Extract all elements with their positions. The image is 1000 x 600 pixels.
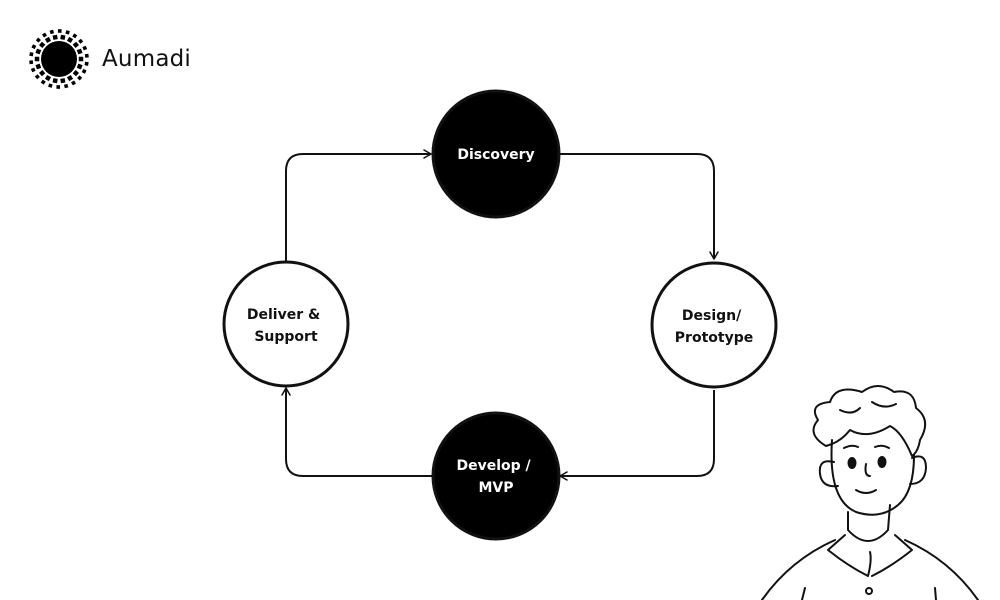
person-face (830, 439, 915, 516)
logo-ray (60, 78, 66, 84)
node-deliver-shape (222, 260, 350, 388)
logo-ray (78, 38, 84, 44)
person-eye-left (847, 457, 857, 469)
arrow-deliver-to-discovery (285, 149, 432, 261)
person-torso-crease-left (801, 587, 806, 600)
logo-ray (30, 67, 36, 73)
person-nose (864, 463, 871, 477)
logo-ray (29, 60, 34, 65)
logo-ray (35, 63, 42, 70)
person-neck (847, 504, 891, 542)
person-ear-left (818, 460, 839, 488)
logo-ray (66, 36, 74, 44)
logo-ray (60, 34, 66, 40)
person-ear-right (909, 455, 927, 485)
person-button (865, 587, 873, 595)
logo-ray (84, 61, 89, 66)
person-eye-right (877, 456, 887, 468)
logo-ray (52, 78, 58, 84)
person-brow-left (843, 444, 859, 449)
person-torso-crease-right (934, 587, 937, 600)
logo-ray (84, 53, 89, 58)
arrow-design-to-develop (559, 390, 715, 481)
node-design-shape (650, 261, 778, 389)
arrow-discovery-to-design (559, 153, 719, 260)
logo-ray (49, 29, 55, 35)
logo-ray (34, 56, 40, 62)
person-line-art-icon (761, 385, 979, 600)
logo-ray (35, 48, 42, 55)
logo-ray (44, 36, 52, 44)
sunburst-logo-icon (29, 29, 89, 89)
logo-ray (77, 75, 83, 81)
person-hair (812, 385, 927, 457)
logo-ray (56, 85, 61, 89)
logo-ray (38, 69, 46, 77)
node-discovery-label: Discovery (457, 147, 534, 163)
logo-ray (76, 63, 83, 70)
logo-ray (66, 74, 74, 82)
person-brow-right (874, 444, 890, 449)
logo-ray (35, 37, 41, 43)
logo-ray (71, 80, 76, 86)
logo-ray (72, 33, 78, 39)
node-discovery-shape (431, 89, 561, 219)
logo-ray (72, 41, 80, 49)
person-collar-left (827, 534, 872, 577)
logo-ray (42, 32, 47, 38)
person-hair-strand-2 (871, 401, 897, 408)
logo-ray (65, 30, 70, 35)
person-collar-right (871, 534, 913, 577)
node-deliver-label: Deliver & Support (247, 307, 325, 345)
logo-ray (38, 41, 46, 49)
logo-ray (78, 56, 84, 62)
logo-ray (40, 79, 46, 85)
node-design[interactable]: Design/ Prototype (650, 261, 778, 389)
logo-ray (81, 68, 87, 74)
logo-ray (72, 69, 80, 77)
logo-ray (44, 74, 52, 82)
person-mouth (855, 489, 877, 494)
logo-ray (76, 48, 83, 55)
person-shoulders (761, 539, 836, 600)
logo-ray (48, 83, 53, 88)
logo-rays (29, 29, 89, 89)
arrow-develop-to-deliver (281, 387, 432, 477)
node-develop-label: Develop / MVP (456, 458, 535, 496)
brand-header[interactable]: Aumadi (26, 26, 191, 92)
brand-name: Aumadi (102, 46, 191, 72)
logo-ray (31, 44, 37, 50)
node-design-label: Design/ Prototype (675, 308, 753, 346)
node-develop[interactable]: Develop / MVP (431, 411, 561, 541)
logo-ray (82, 45, 88, 51)
node-deliver[interactable]: Deliver & Support (222, 260, 350, 388)
logo-ray (63, 83, 69, 89)
node-discovery[interactable]: Discovery (431, 89, 561, 219)
person-hair-strand-1 (839, 407, 861, 414)
person-shoulders-right (904, 539, 979, 600)
logo-ray (29, 52, 34, 57)
logo-ray (34, 74, 40, 80)
logo-ray (57, 29, 62, 33)
logo-ray (52, 34, 58, 40)
node-develop-shape (431, 411, 561, 541)
